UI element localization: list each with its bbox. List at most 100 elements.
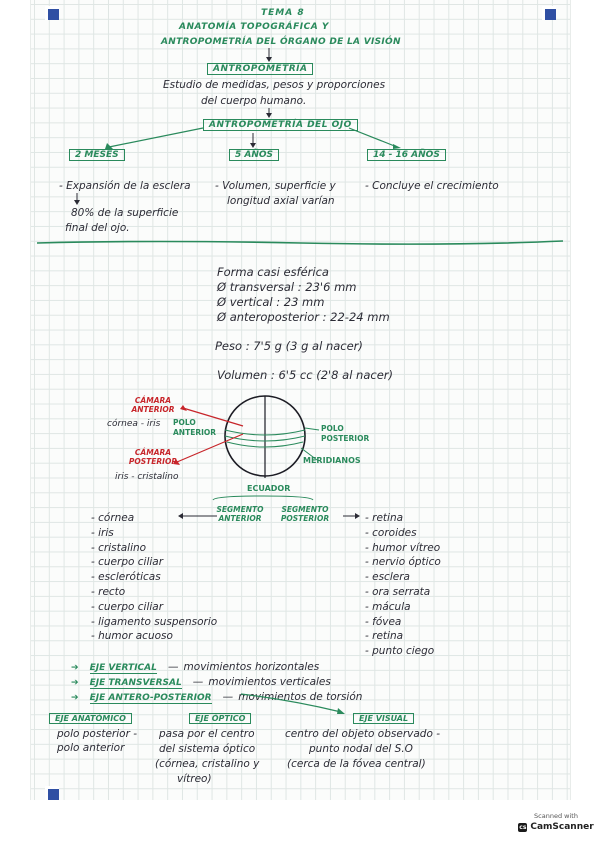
col3-line1: - Concluye el crecimiento bbox=[365, 180, 499, 192]
corner-marker-top-left bbox=[45, 6, 59, 20]
list-item: - escleróticas bbox=[91, 571, 161, 584]
meridian-line bbox=[224, 429, 306, 436]
arrow-right-icon: ➔ bbox=[71, 663, 79, 673]
eje-optico-line2: del sistema óptico bbox=[159, 743, 256, 755]
arrow-head bbox=[266, 113, 272, 118]
definition-line-2: del cuerpo humano. bbox=[201, 95, 307, 107]
polo-posterior-label: POLO POSTERIOR bbox=[321, 424, 370, 443]
eje-vertical-desc: movimientos horizontales bbox=[183, 661, 320, 673]
pointer-camara-posterior bbox=[176, 433, 244, 463]
arrow-head bbox=[266, 57, 272, 62]
list-item: - punto ciego bbox=[365, 645, 435, 658]
camara-anterior-label: CÁMARA ANTERIOR bbox=[131, 396, 175, 414]
eje-transversal-row: ➔ EJE TRANSVERSAL — movimientos vertical… bbox=[71, 676, 331, 689]
corner-marker-bottom-left bbox=[45, 786, 59, 800]
segmento-anterior-list: - córnea - iris - cristalino - cuerpo ci… bbox=[91, 511, 231, 644]
list-item: - cristalino bbox=[91, 541, 147, 554]
list-item: - humor vítreo bbox=[365, 541, 441, 554]
branch-5-anos: 5 AÑOS bbox=[229, 149, 280, 161]
antropometria-box: ANTROPOMETRÍA bbox=[207, 63, 314, 75]
segmento-posterior-list: - retina - coroides - humor vítreo - ner… bbox=[365, 511, 495, 659]
pointer-meridianos bbox=[300, 447, 318, 461]
eje-anatomico-line2: polo anterior bbox=[57, 742, 125, 754]
ecuador-bracket bbox=[212, 495, 314, 501]
eje-anatomico-box: EJE ANATÓMICO bbox=[49, 713, 132, 724]
eje-transversal-name: EJE TRANSVERSAL bbox=[89, 678, 182, 689]
iris-cristalino-label: iris - cristalino bbox=[115, 472, 179, 482]
eje-anteroposterior-desc: movimientos de torsión bbox=[238, 691, 363, 703]
ecuador-label: ECUADOR bbox=[247, 484, 291, 493]
branch-line-left bbox=[108, 127, 204, 148]
segmento-anterior-label: SEGMENTO ANTERIOR bbox=[216, 505, 264, 523]
volumen-text: Volumen : 6'5 cc (2'8 al nacer) bbox=[217, 368, 393, 382]
eje-vertical-row: ➔ EJE VERTICAL — movimientos horizontale… bbox=[71, 661, 320, 674]
camara-posterior-label: CÁMARA POSTERIOR bbox=[128, 448, 178, 466]
list-item: - coroides bbox=[365, 526, 417, 539]
arrow-head bbox=[250, 143, 256, 148]
scanned-with-label: Scanned with bbox=[534, 812, 578, 820]
title-line-2: ANTROPOMETRÍA DEL ÓRGANO DE LA VISIÓN bbox=[161, 37, 401, 47]
list-item: - nervio óptico bbox=[365, 556, 441, 569]
camscanner-logo: cs CamScanner bbox=[516, 822, 596, 832]
eje-anatomico-line1: polo posterior - bbox=[57, 728, 138, 740]
list-item: - retina bbox=[365, 630, 404, 643]
antropometria-ojo-box: ANTROPOMETRÍA DEL OJO bbox=[203, 119, 358, 131]
arrow-right-icon: ➔ bbox=[71, 693, 79, 703]
arrow-head bbox=[178, 513, 183, 519]
col1-line2: 80% de la superficie bbox=[71, 207, 179, 219]
cornea-iris-label: córnea - iris bbox=[107, 419, 161, 429]
segmento-posterior-label: SEGMENTO POSTERIOR bbox=[280, 505, 330, 523]
list-item: - córnea bbox=[91, 512, 135, 524]
eje-optico-box: EJE ÓPTICO bbox=[189, 713, 252, 724]
arrow-head bbox=[105, 143, 113, 149]
list-item: - esclera bbox=[365, 571, 410, 584]
eje-visual-line2: punto nodal del S.O bbox=[309, 743, 413, 755]
eje-optico-line4: vítreo) bbox=[177, 773, 212, 785]
list-item: - humor acuoso bbox=[91, 630, 173, 643]
definition-line-1: Estudio de medidas, pesos y proporciones bbox=[163, 79, 386, 91]
title-line-1: ANATOMÍA TOPOGRÁFICA Y bbox=[179, 22, 329, 32]
anteroposterior-text: Ø anteroposterior : 22-24 mm bbox=[217, 310, 390, 324]
polo-anterior-label: POLO ANTERIOR bbox=[173, 418, 217, 437]
col1-line1: - Expansión de la esclera bbox=[59, 180, 191, 192]
arrow-right-icon: ➔ bbox=[71, 678, 79, 688]
camscanner-icon: cs bbox=[518, 822, 528, 832]
arrow-head bbox=[337, 708, 345, 714]
meridian-line bbox=[226, 441, 304, 448]
branch-14-16-anos: 14 - 16 AÑOS bbox=[367, 149, 446, 161]
eje-transversal-desc: movimientos verticales bbox=[208, 676, 331, 688]
section-divider bbox=[36, 240, 564, 245]
list-item: - recto bbox=[91, 585, 126, 598]
list-item: - ligamento suspensorio bbox=[91, 615, 218, 628]
list-item: - mácula bbox=[365, 600, 411, 613]
transversal-text: Ø transversal : 23'6 mm bbox=[217, 280, 357, 294]
eje-visual-line3: (cerca de la fóvea central) bbox=[287, 758, 426, 770]
tema-label: TEMA 8 bbox=[261, 8, 305, 18]
eje-link-line bbox=[240, 693, 342, 713]
diagram-strokes bbox=[36, 48, 564, 714]
eje-vertical-name: EJE VERTICAL bbox=[89, 663, 157, 674]
list-item: - iris bbox=[91, 526, 114, 539]
notebook-page: TEMA 8 ANATOMÍA TOPOGRÁFICA Y ANTROPOMET… bbox=[30, 0, 571, 800]
pointer-polo-posterior bbox=[304, 427, 320, 431]
list-item: - ora serrata bbox=[365, 585, 431, 598]
col2-line2: longitud axial varían bbox=[227, 195, 335, 207]
list-item: - cuerpo ciliar bbox=[91, 556, 164, 569]
eje-optico-line1: pasa por el centro bbox=[159, 728, 255, 740]
eje-anteroposterior-name: EJE ANTERO-POSTERIOR bbox=[89, 693, 212, 704]
vertical-text: Ø vertical : 23 mm bbox=[217, 295, 325, 309]
col1-line3: final del ojo. bbox=[65, 222, 130, 234]
arrow-head bbox=[173, 459, 180, 465]
arrow-head bbox=[74, 200, 80, 205]
peso-text: Peso : 7'5 g (3 g al nacer) bbox=[215, 339, 363, 353]
eje-anteroposterior-row: ➔ EJE ANTERO-POSTERIOR — movimientos de … bbox=[71, 691, 363, 704]
list-item: - fóvea bbox=[365, 615, 402, 628]
eje-visual-line1: centro del objeto observado - bbox=[285, 728, 441, 740]
arrow-head bbox=[393, 144, 401, 149]
eje-optico-line3: (córnea, cristalino y bbox=[155, 758, 260, 770]
arrow-head bbox=[180, 405, 187, 411]
col2-line1: - Volumen, superficie y bbox=[215, 180, 336, 192]
meridianos-label: MERIDIANOS bbox=[303, 456, 361, 465]
corner-marker-top-right bbox=[542, 6, 556, 20]
forma-text: Forma casi esférica bbox=[217, 265, 329, 279]
